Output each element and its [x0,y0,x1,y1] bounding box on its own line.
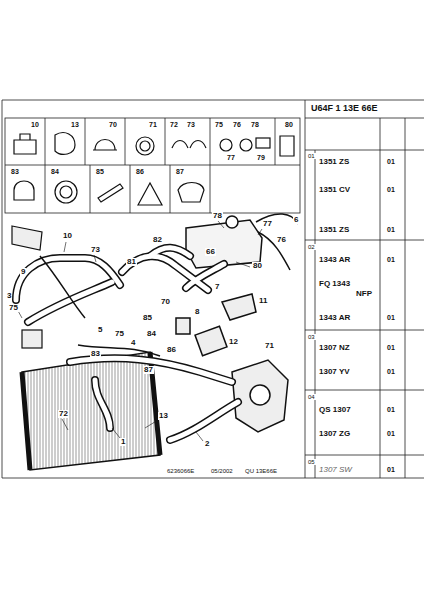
part-reference: 1343 AR [318,256,351,264]
callout-number: 70 [160,298,171,306]
part-reference: 1351 CV [318,186,351,194]
part-reference: 01 [386,430,396,437]
callout-number: 82 [152,236,163,244]
callout-number: 70 [108,121,118,128]
catalog-frame [2,100,424,478]
row-index: 04 [307,394,316,400]
part-reference: 1351 ZS [318,226,350,234]
row-index: 05 [307,459,316,465]
callout-number: 10 [30,121,40,128]
part-reference: 01 [386,226,396,233]
callout-number: 86 [135,168,145,175]
drawing-code: 6236066E [166,468,195,474]
callout-number: 12 [228,338,239,346]
callout-number: 73 [90,246,101,254]
pipes [40,214,298,356]
part-reference: 01 [386,158,396,165]
callout-number: 75 [214,121,224,128]
callout-number: 10 [62,232,73,240]
callout-number: 76 [276,236,287,244]
part-reference: 1307 YV [318,368,351,376]
callout-number: 84 [146,330,157,338]
row-index: 03 [307,334,316,340]
callout-number: 80 [284,121,294,128]
callout-number: 75 [8,304,19,312]
callout-number: 71 [148,121,158,128]
callout-number: 73 [186,121,196,128]
callout-number: 66 [205,248,216,256]
callout-number: 2 [204,440,210,448]
part-reference: 01 [386,314,396,321]
callout-number: 8 [194,308,200,316]
part-reference: 01 [386,344,396,351]
part-reference: 01 [386,466,396,473]
fastener-icons [14,133,294,205]
callout-number: 13 [70,121,80,128]
callout-number: 13 [158,412,169,420]
callout-number: 76 [232,121,242,128]
callout-number: 80 [252,262,263,270]
callout-number: 72 [58,410,69,418]
drawing-code: QU 13E66E [244,468,278,474]
row-index: 01 [307,153,316,159]
part-reference: QS 1307 [318,406,352,414]
thermostat-housing [176,294,288,432]
callout-number: 78 [212,212,223,220]
callout-number: 1 [120,438,126,446]
radiator [22,352,160,470]
part-reference: 01 [386,256,396,263]
callout-number: 86 [166,346,177,354]
leader-lines [17,221,262,441]
part-reference: 1307 ZG [318,430,351,438]
callout-number: 77 [262,220,273,228]
drawing-code: 05/2002 [210,468,234,474]
part-reference: 01 [386,186,396,193]
callout-number: 9 [20,268,26,276]
callout-number: 77 [226,154,236,161]
callout-number: 87 [143,366,154,374]
hose-fills [16,248,238,440]
callout-number: 83 [90,350,101,358]
callout-number: 4 [130,339,136,347]
hose-outlines [16,248,238,440]
callout-number: 85 [95,168,105,175]
part-reference: FQ 1343 [318,280,351,288]
callout-number: 79 [256,154,266,161]
part-reference: 1351 ZS [318,158,350,166]
callout-number: 11 [258,297,268,305]
sheet-title: U64F 1 13E 66E [310,104,379,113]
part-reference: 1307 NZ [318,344,351,352]
callout-number: 3 [6,292,12,300]
callout-number: 75 [114,330,125,338]
callout-number: 84 [50,168,60,175]
callout-number: 83 [10,168,20,175]
callout-number: 5 [97,326,103,334]
part-reference: 01 [386,406,396,413]
callout-number: 72 [169,121,179,128]
callout-number: 6 [293,216,299,224]
callout-number: 85 [142,314,153,322]
callout-number: 87 [175,168,185,175]
callout-number: 7 [214,283,220,291]
callout-number: 81 [126,258,137,266]
row-index: 02 [307,244,316,250]
part-reference: 1343 AR [318,314,351,322]
fastener-grid [5,118,300,213]
part-reference: NFP [355,290,373,298]
callout-number: 71 [264,342,275,350]
callout-number: 78 [250,121,260,128]
part-reference: 01 [386,368,396,375]
part-reference: 1307 SW [318,466,353,474]
